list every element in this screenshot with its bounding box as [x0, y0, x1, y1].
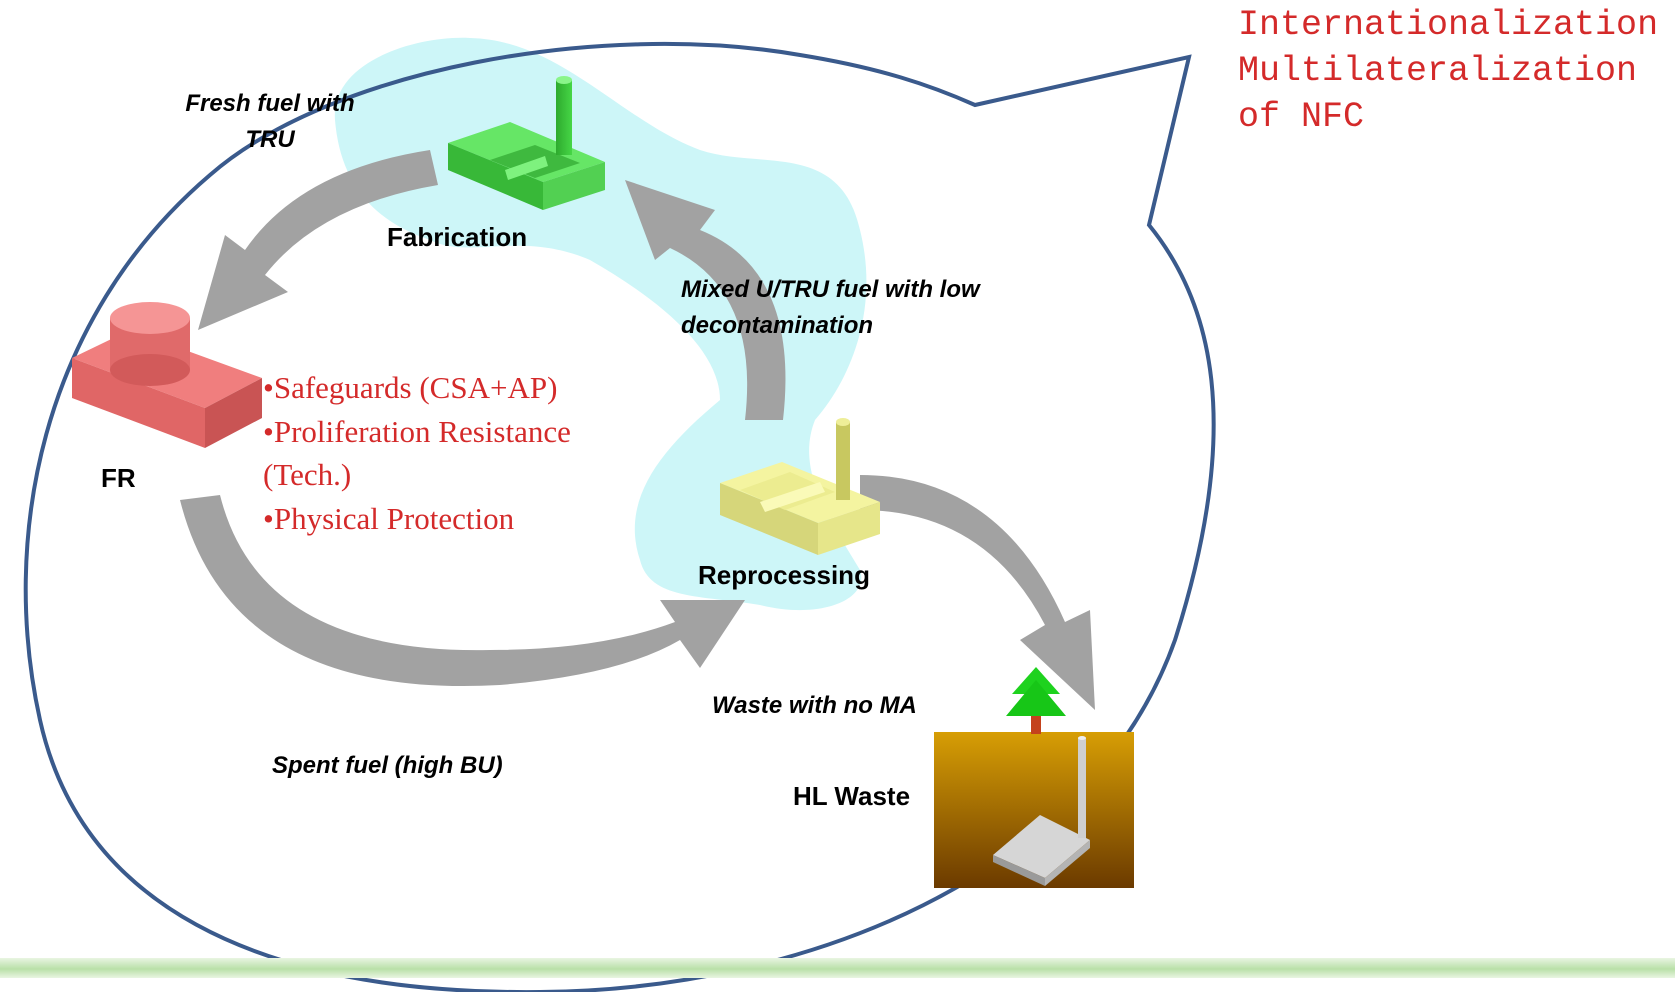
arrow-fabrication-to-fr [198, 150, 438, 330]
footer-band [0, 958, 1675, 978]
measure-physical-protection: •Physical Protection [263, 500, 515, 536]
waste-label: Waste with no MA [712, 692, 917, 719]
flow-arrows [180, 150, 1095, 710]
multilateral-region [334, 37, 867, 611]
arrow-fr-to-reprocessing [180, 495, 745, 687]
measure-proliferation-resistance: •Proliferation Resistance [263, 413, 571, 449]
fresh-fuel-label: Fresh fuel with TRU [165, 86, 375, 158]
mixed-fuel-label: Mixed U/TRU fuel with low decontaminatio… [681, 272, 980, 344]
mixed-fuel-line-1: Mixed U/TRU fuel with low [681, 276, 980, 303]
mixed-fuel-line-2: decontamination [681, 312, 874, 339]
callout-title: Internationalization Multilateralization… [1238, 2, 1658, 140]
fr-label: FR [101, 463, 136, 493]
callout-line-1: Internationalization [1238, 5, 1659, 45]
spent-fuel-label: Spent fuel (high BU) [272, 752, 503, 779]
hl-waste-label: HL Waste [793, 781, 911, 811]
callout-line-3: of NFC [1238, 97, 1365, 137]
hl-waste-repository [934, 667, 1134, 888]
fresh-fuel-line-2: TRU [245, 126, 295, 153]
reprocessing-label: Reprocessing [698, 560, 870, 590]
callout-line-2: Multilateralization [1238, 51, 1638, 91]
fresh-fuel-line-1: Fresh fuel with [185, 90, 355, 117]
fabrication-label: Fabrication [387, 222, 528, 252]
fabrication-facility [448, 76, 605, 210]
arrow-reprocessing-to-fabrication [625, 180, 786, 420]
arrow-reprocessing-to-waste [860, 475, 1095, 710]
measures-list: •Safeguards (CSA+AP) •Proliferation Resi… [263, 366, 571, 540]
reprocessing-facility [720, 418, 880, 555]
measure-safeguards: •Safeguards (CSA+AP) [263, 370, 558, 405]
speech-bubble-outline [23, 41, 1216, 995]
fr-facility [72, 302, 262, 448]
measure-proliferation-tech: (Tech.) [263, 457, 352, 492]
